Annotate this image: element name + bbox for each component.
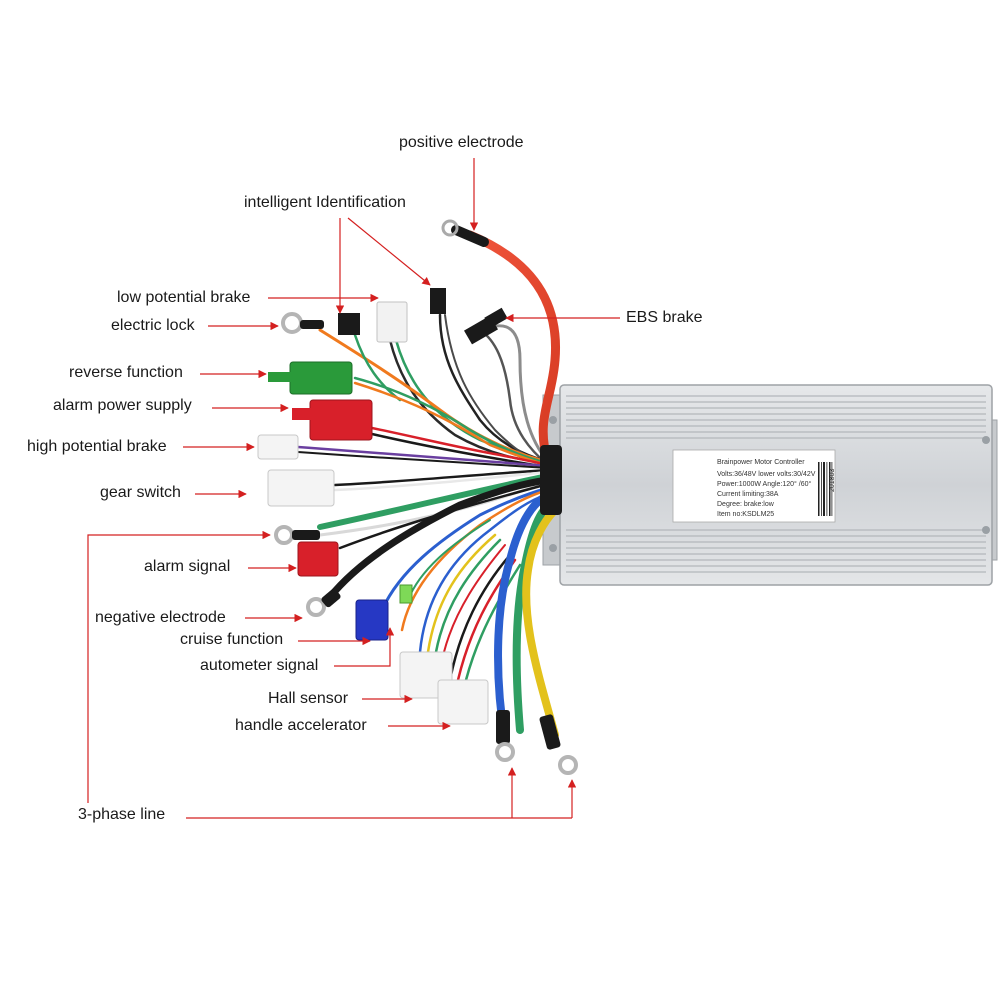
wire-phase-yellow [522, 506, 559, 739]
wire-positive-electrode-sleeve [451, 225, 489, 247]
connectors [257, 219, 578, 775]
spec-label-line-2: Power:1000W Angle:120° /60° [717, 480, 812, 488]
phase-terminal-yellow [539, 714, 578, 775]
wire-positive-electrode [465, 230, 561, 467]
high-potential-brake-connector [257, 434, 299, 460]
label-intelligent-identification: intelligent Identification [244, 194, 406, 211]
label-hall-sensor: Hall sensor [268, 690, 349, 707]
spec-label-line-1: Volts:36/48V lower volts:30/42V [717, 471, 816, 478]
reverse-function-connector [268, 361, 353, 395]
label-positive-electrode: positive electrode [399, 134, 524, 151]
wire-reverse-function [353, 376, 550, 465]
wire-intelligent-id [438, 313, 550, 464]
wire-gear-switch [333, 468, 550, 487]
wire-cruise-function [380, 486, 550, 612]
label-reverse-function: reverse function [69, 364, 183, 381]
label-low-potential-brake: low potential brake [117, 289, 251, 306]
alarm-power-supply-connector [292, 399, 373, 441]
controller-housing [542, 384, 998, 586]
ebs-brake-connector [464, 307, 508, 345]
label-gear-switch: gear switch [100, 484, 181, 501]
arrow-intelligent-id-2 [347, 217, 431, 286]
wire-high-potential-brake [296, 445, 550, 468]
wire-harness [296, 225, 562, 744]
cruise-function-connector [355, 599, 389, 641]
autometer-signal-connector [399, 584, 413, 604]
arrow-ground-ring [87, 530, 271, 803]
spec-label-code: 201803 [829, 469, 836, 492]
annotation-arrows [87, 158, 620, 819]
negative-electrode-terminal [306, 588, 341, 617]
label-alarm-power-supply: alarm power supply [53, 397, 192, 414]
label-alarm-signal: alarm signal [144, 558, 231, 575]
wire-phase-blue [494, 492, 552, 744]
spec-label-line-3: Current limiting:38A [717, 491, 779, 498]
label-autometer-signal: autometer signal [200, 657, 319, 674]
label-3-phase-line: 3-phase line [78, 806, 166, 823]
label-handle-accelerator: handle accelerator [235, 717, 367, 734]
label-ebs-brake: EBS brake [626, 309, 703, 326]
spec-label-line-5: Item no:KSDLM25 [717, 511, 774, 518]
ground-ring-terminal [274, 525, 320, 545]
positive-electrode-terminal [441, 219, 459, 237]
wire-alarm-power-supply [370, 426, 550, 467]
label-electric-lock: electric lock [111, 317, 195, 334]
spec-label-title: Brainpower Motor Controller [717, 459, 805, 466]
spec-label: Brainpower Motor Controller Volts:36/48V… [672, 449, 836, 523]
electric-lock-terminal [281, 312, 324, 334]
label-high-potential-brake: high potential brake [27, 438, 167, 455]
wire-bundle-grommet [540, 445, 562, 515]
arrow-autometer-signal [334, 627, 395, 667]
gear-switch-connector [267, 469, 335, 507]
wire-phase-green [512, 501, 554, 734]
handle-accelerator-connector [437, 679, 489, 725]
label-cruise-function: cruise function [180, 631, 284, 648]
intelligent-id-connector-2 [338, 313, 360, 335]
wire-negative-electrode [326, 476, 552, 601]
label-negative-electrode: negative electrode [95, 609, 226, 626]
spec-label-line-4: Degree: brake:low [717, 501, 775, 508]
barcode [818, 462, 833, 516]
low-potential-brake-connector [376, 301, 408, 343]
wire-handle-accelerator [448, 553, 512, 682]
wire-hall-sensor [418, 492, 550, 654]
phase-terminal-blue [495, 710, 515, 762]
intelligent-id-connector-1 [430, 288, 446, 314]
alarm-signal-connector [297, 541, 339, 577]
